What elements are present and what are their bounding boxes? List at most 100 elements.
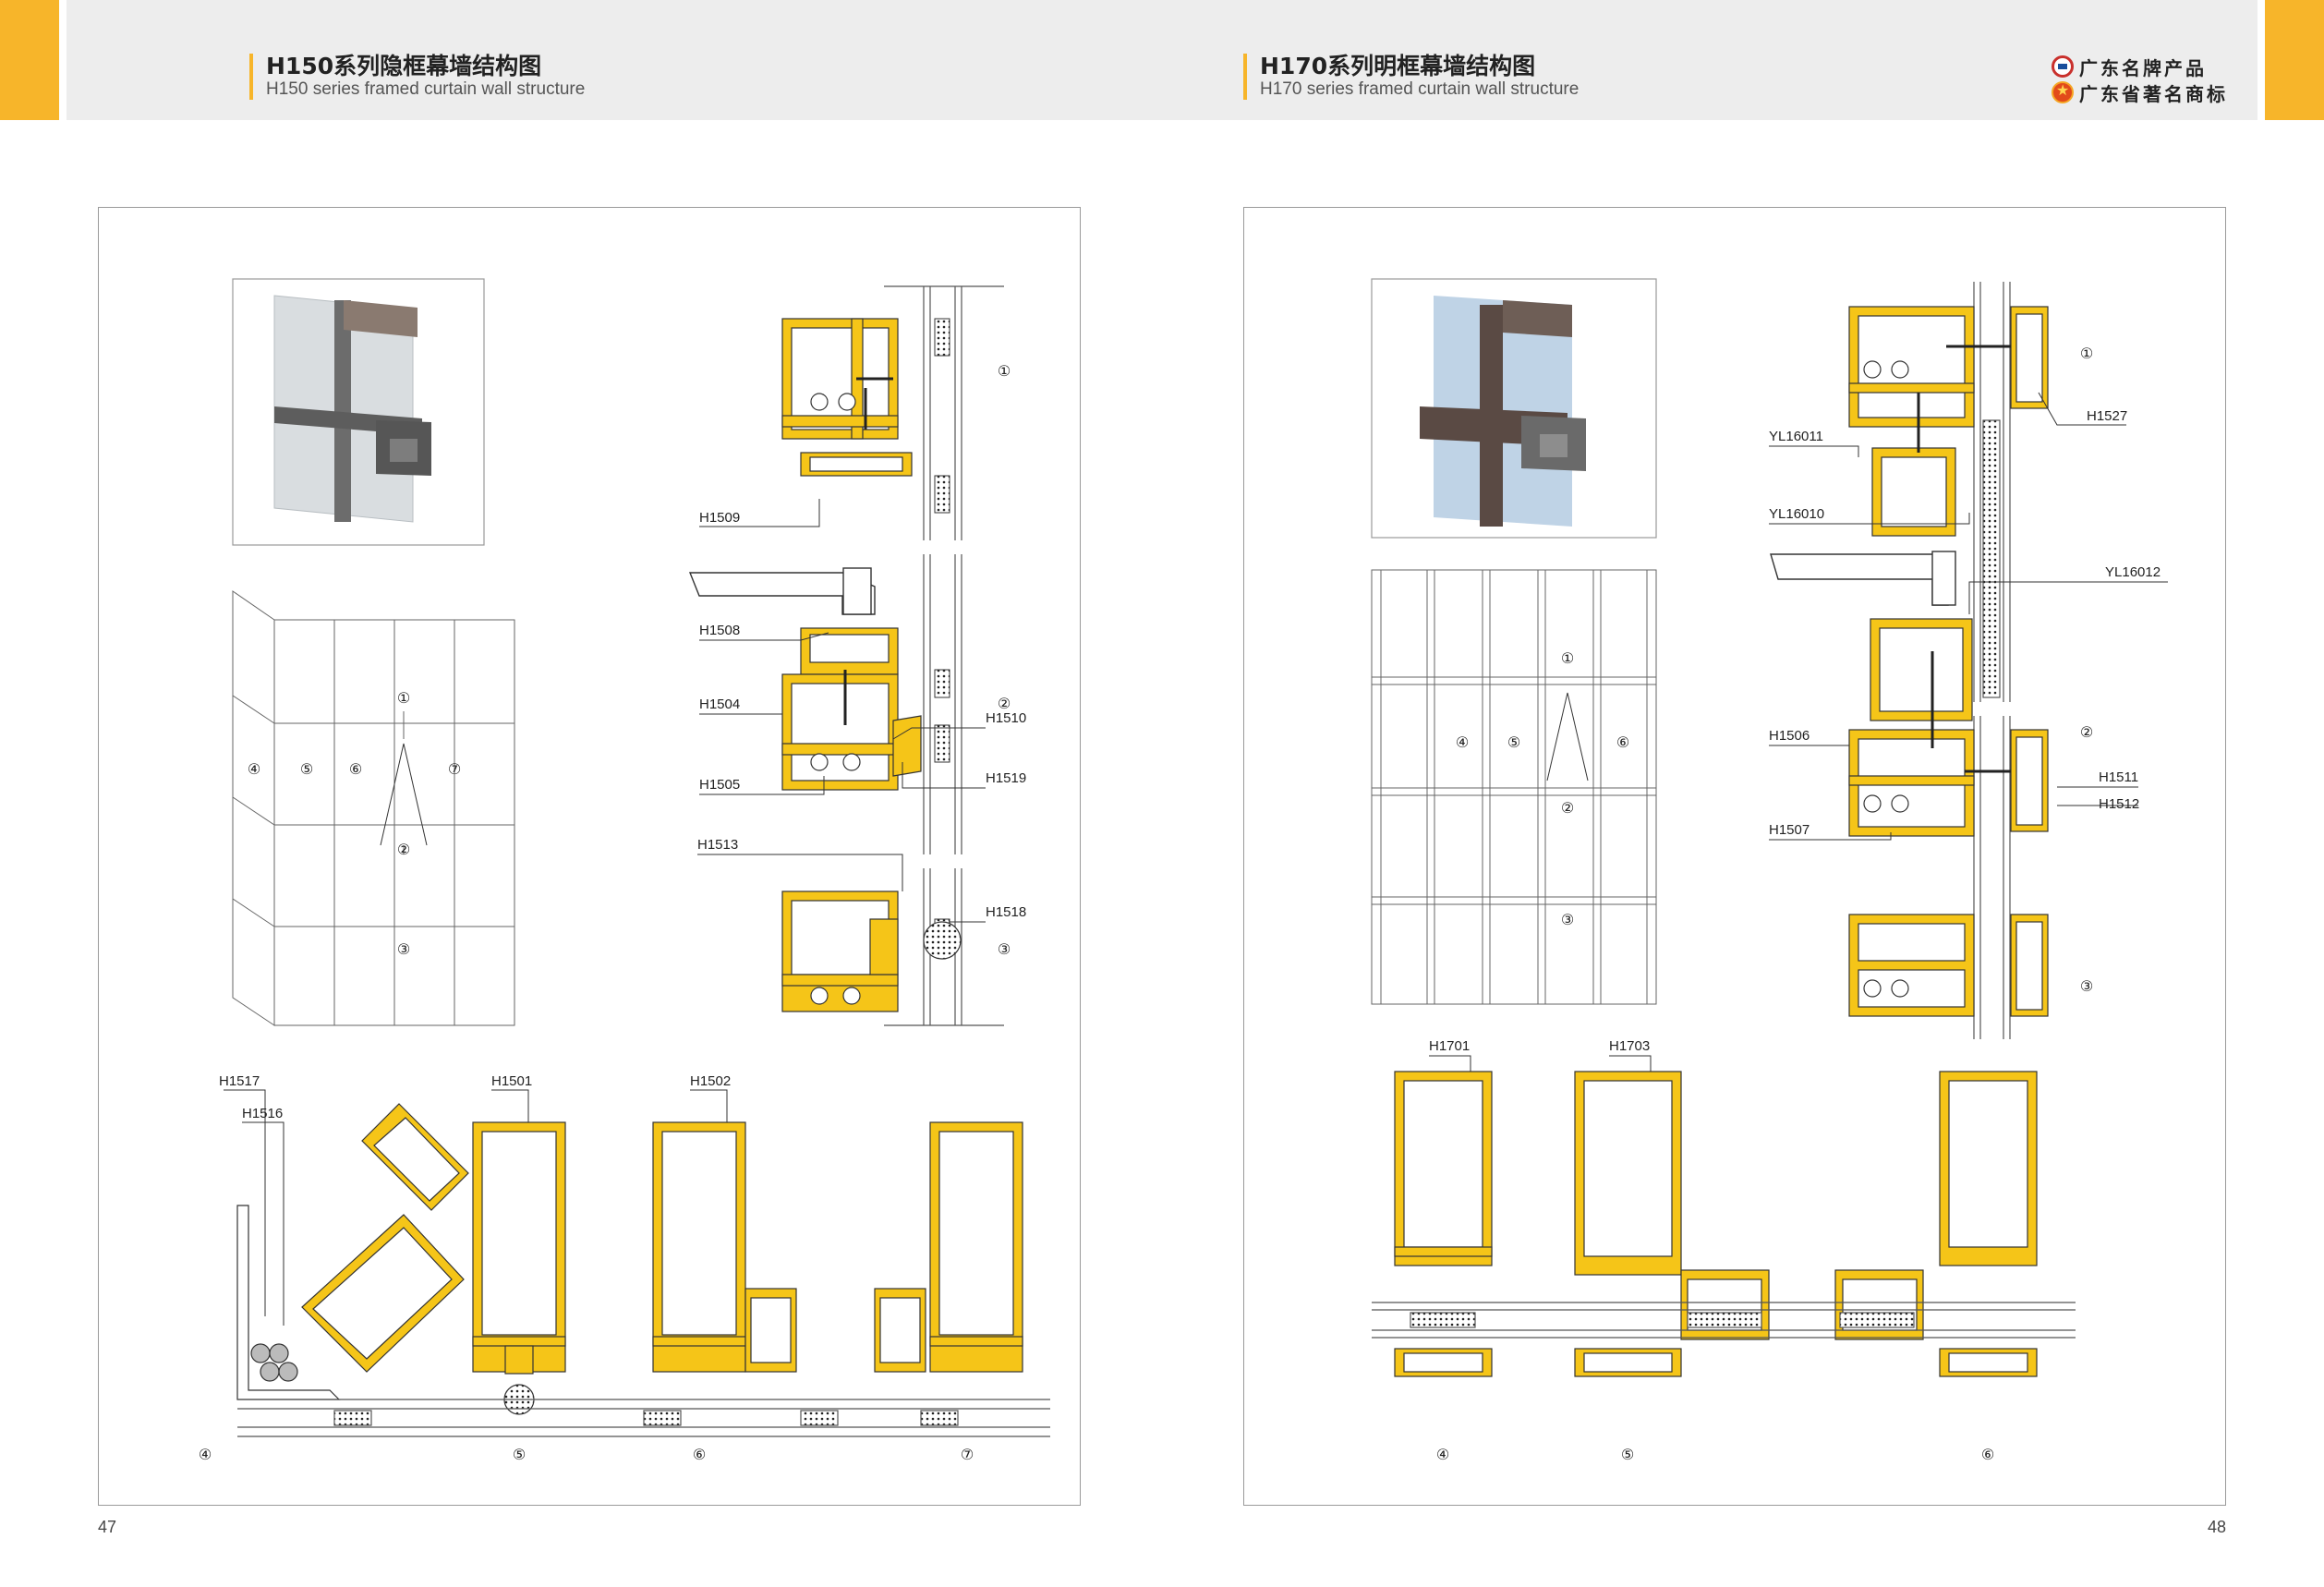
right-title-en: H170 series framed curtain wall structur… <box>1260 79 1580 99</box>
marker-2-grid: ② <box>397 841 410 858</box>
badge-2-text: 广东省著名商标 <box>2079 82 2228 105</box>
label-h1505: H1505 <box>699 777 740 793</box>
h150-bottom-markers: ④ ⑤ ⑥ ⑦ <box>199 1446 974 1463</box>
label-h1703: H1703 <box>1609 1038 1650 1054</box>
label-yl16012: YL16012 <box>2105 564 2161 580</box>
marker-5-bottom: ⑤ <box>513 1446 526 1463</box>
marker-3-grid: ③ <box>397 940 410 958</box>
h170-window-handle <box>1770 551 1956 606</box>
h150-elevation-grid <box>232 590 515 1026</box>
marker-4-grid: ④ <box>248 760 260 778</box>
h150-bottom-glass <box>237 1399 1050 1437</box>
label-h1501: H1501 <box>491 1073 532 1089</box>
h150-mullion-corner <box>236 1103 469 1400</box>
left-drawing-svg: ① ② ③ ④ ⑤ ⑥ ⑦ <box>199 278 1050 1463</box>
marker-5-bottom-r: ⑤ <box>1621 1446 1634 1463</box>
marker-2-section: ② <box>998 695 1011 712</box>
marker-1-section: ① <box>998 362 1011 380</box>
label-h1504: H1504 <box>699 697 740 712</box>
label-yl16011: YL16011 <box>1769 429 1823 444</box>
label-h1527: H1527 <box>2087 408 2127 424</box>
label-h1506: H1506 <box>1769 728 1810 744</box>
right-drawing-svg: ① ② ③ ④ ⑤ ⑥ <box>1371 278 2168 1463</box>
marker-3-section-r: ③ <box>2080 977 2093 995</box>
h170-mullion-5 <box>1574 1071 1770 1377</box>
h150-window-handle <box>688 567 876 615</box>
h150-bottom-leaders <box>224 1089 728 1326</box>
label-h1502: H1502 <box>690 1073 731 1089</box>
h150-mullion-5 <box>472 1121 566 1415</box>
label-h1510: H1510 <box>986 710 1026 726</box>
accent-gap-right <box>2257 0 2265 120</box>
badge-famous-trademark: 广东省著名商标 <box>2052 79 2228 105</box>
label-h1516: H1516 <box>242 1106 283 1121</box>
marker-1-grid-r: ① <box>1561 649 1574 667</box>
brand-seal-icon <box>2052 55 2074 78</box>
h170-part-labels: H1527 YL16011 YL16010 YL16012 H1506 H151… <box>1769 408 2161 838</box>
h150-leader-lines <box>697 499 986 923</box>
marker-5-grid-r: ⑤ <box>1507 733 1520 751</box>
left-page-title: H150系列隐框幕墙结构图 H150 series framed curtain… <box>249 54 585 100</box>
marker-7-grid: ⑦ <box>448 760 461 778</box>
label-yl16010: YL16010 <box>1769 506 1824 522</box>
h150-transom-section-3 <box>781 890 962 1012</box>
h170-section-1 <box>1848 306 2049 537</box>
brand-badges: 广东名牌产品 广东省著名商标 <box>2052 54 2228 105</box>
h170-bottom-leaders <box>1429 1055 1652 1072</box>
h170-grid-markers: ① ② ③ ④ ⑤ ⑥ <box>1456 649 1629 928</box>
page-number-left: 47 <box>98 1518 117 1536</box>
label-h1507: H1507 <box>1769 822 1810 838</box>
h170-section-2 <box>1848 618 2049 837</box>
marker-2-grid-r: ② <box>1561 799 1574 817</box>
marker-2-section-r: ② <box>2080 723 2093 741</box>
marker-6-bottom: ⑥ <box>693 1446 706 1463</box>
marker-1-section-r: ① <box>2080 345 2093 362</box>
label-h1508: H1508 <box>699 623 740 638</box>
label-h1513: H1513 <box>697 837 738 853</box>
h150-spacers <box>934 318 950 957</box>
page-number-right: 48 <box>2208 1518 2227 1536</box>
h170-bottom-labels: H1701 H1703 <box>1429 1038 1650 1054</box>
accent-gap-left <box>59 0 67 120</box>
h170-section-3 <box>1848 914 2049 1017</box>
marker-4-grid-r: ④ <box>1456 733 1469 751</box>
h150-vertical-section-glass <box>884 285 1004 1026</box>
label-h1509: H1509 <box>699 510 740 526</box>
marker-7-bottom: ⑦ <box>961 1446 974 1463</box>
marker-1-grid: ① <box>397 689 410 707</box>
left-title-cn: H150系列隐框幕墙结构图 <box>266 53 542 79</box>
h170-leader-lines <box>1769 392 2168 841</box>
h150-mullion-6 <box>652 1121 797 1373</box>
h170-vertical-glass <box>1973 282 2011 1039</box>
marker-5-grid: ⑤ <box>300 760 313 778</box>
marker-4-bottom-r: ④ <box>1436 1446 1449 1463</box>
header-band <box>0 0 2324 120</box>
h150-section-markers: ① ② ③ <box>998 362 1011 958</box>
h170-elevation-grid <box>1371 569 1657 1005</box>
h150-grid-markers: ① ② ③ ④ ⑤ ⑥ ⑦ <box>248 689 461 958</box>
label-h1518: H1518 <box>986 904 1026 920</box>
label-h1701: H1701 <box>1429 1038 1470 1054</box>
h150-part-labels: H1509 H1508 H1504 H1510 H1505 H1519 H151… <box>697 510 1026 920</box>
accent-bar-left <box>0 0 59 120</box>
marker-4-bottom: ④ <box>199 1446 212 1463</box>
h170-section-markers: ① ② ③ <box>2080 345 2093 995</box>
label-h1517: H1517 <box>219 1073 260 1089</box>
h150-transom-section-2 <box>781 627 922 791</box>
marker-6-grid-r: ⑥ <box>1616 733 1629 751</box>
marker-3-grid-r: ③ <box>1561 911 1574 928</box>
h150-transom-section-1 <box>781 318 913 477</box>
badge-1-text: 广东名牌产品 <box>2079 56 2207 79</box>
label-h1512: H1512 <box>2099 796 2139 812</box>
label-h1519: H1519 <box>986 770 1026 786</box>
marker-3-section: ③ <box>998 940 1011 958</box>
marker-6-grid: ⑥ <box>349 760 362 778</box>
h170-bottom-glass <box>1372 1302 2076 1339</box>
h150-bottom-labels: H1517 H1516 H1501 H1502 <box>219 1073 731 1121</box>
trademark-seal-icon <box>2052 81 2074 103</box>
right-page-title: H170系列明框幕墙结构图 H170 series framed curtain… <box>1243 54 1579 100</box>
left-drawing-panel: ① ② ③ ④ ⑤ ⑥ ⑦ <box>98 207 1081 1506</box>
right-drawing-panel: ① ② ③ ④ ⑤ ⑥ <box>1243 207 2226 1506</box>
marker-6-bottom-r: ⑥ <box>1981 1446 1994 1463</box>
h150-render-photo <box>232 278 485 546</box>
